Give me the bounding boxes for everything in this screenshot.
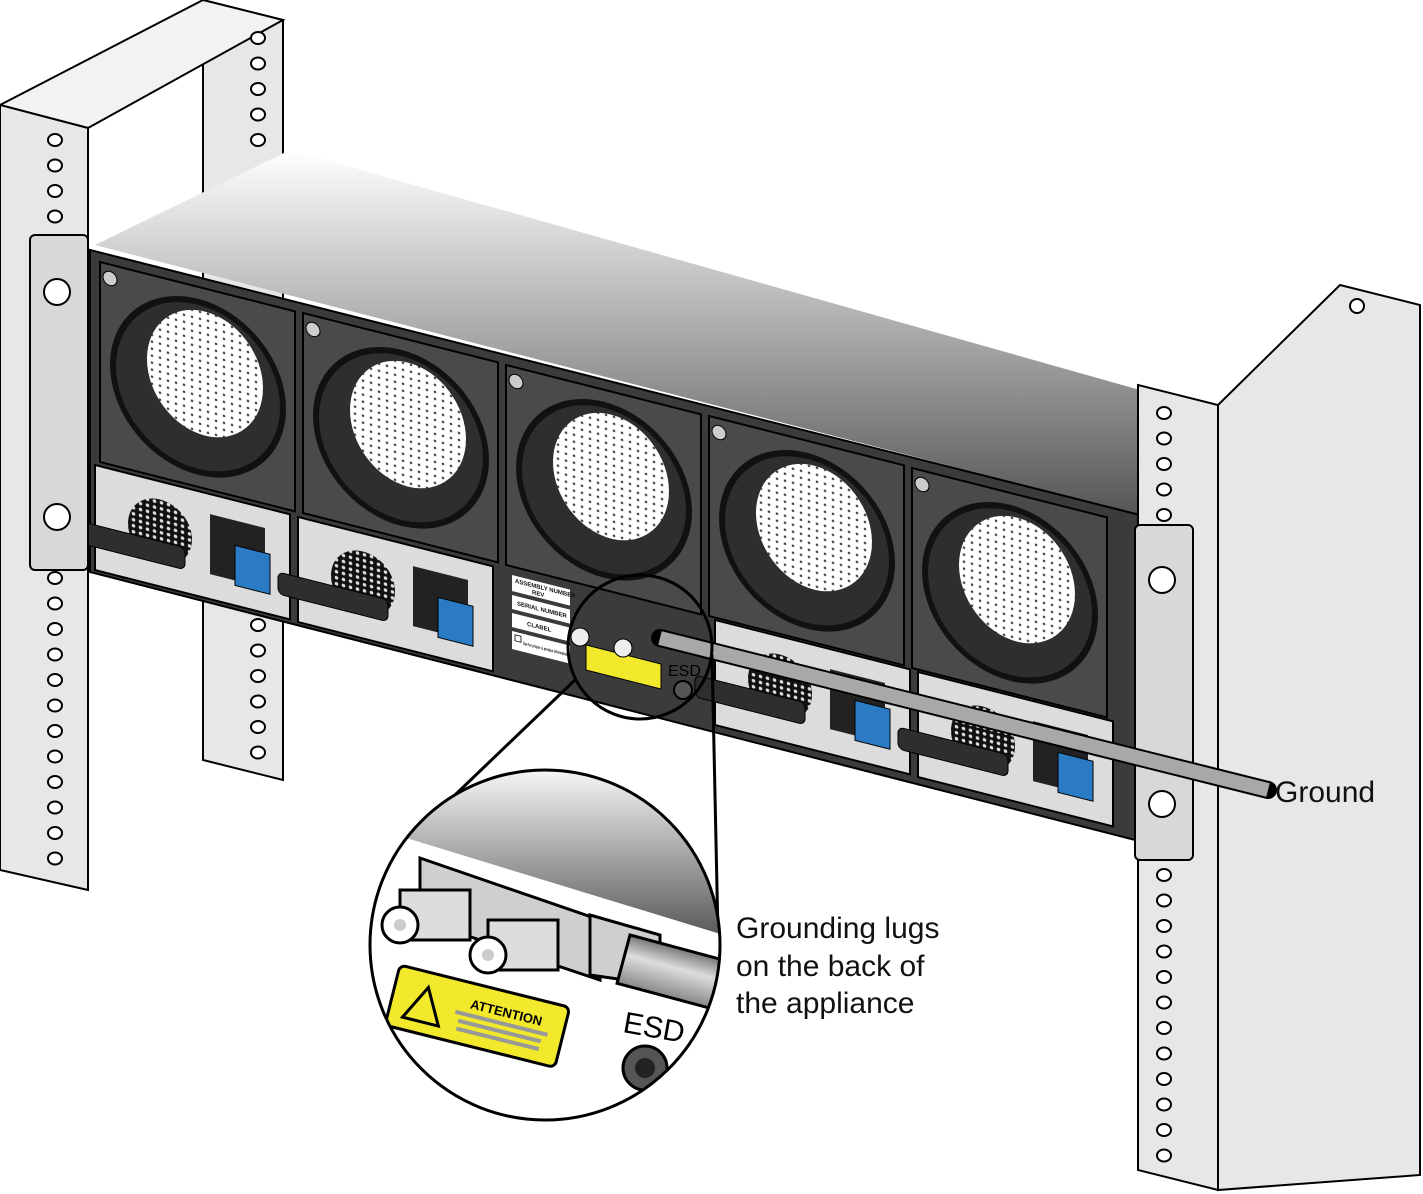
rail-hole xyxy=(250,720,266,734)
rail-hole xyxy=(47,826,63,840)
rail-hole xyxy=(250,643,266,658)
ground-cable xyxy=(651,629,1277,799)
rail-hole xyxy=(250,56,266,71)
rail-hole xyxy=(47,184,63,198)
rail-hole xyxy=(47,698,63,713)
rail-hole xyxy=(47,775,63,789)
grounding-lug-small xyxy=(613,638,633,658)
rail-hole xyxy=(1156,1123,1172,1137)
right-mounting-ear xyxy=(1134,524,1194,861)
rail-hole xyxy=(47,596,63,611)
attention-label: ATTENTION xyxy=(384,964,571,1068)
esd-label-small: ESD xyxy=(668,663,701,680)
rail-hole xyxy=(1156,482,1172,497)
rail-hole xyxy=(250,618,266,632)
rail-hole xyxy=(250,694,266,709)
rail-hole xyxy=(1156,1097,1172,1112)
rail-hole xyxy=(250,133,266,147)
grounding-lug xyxy=(468,918,560,975)
detail-marker-circle xyxy=(566,573,714,721)
rail-hole xyxy=(47,647,63,662)
rail-hole xyxy=(47,800,63,815)
grounding-lug xyxy=(380,888,472,945)
rail-hole xyxy=(47,158,63,173)
rail-hole xyxy=(1156,1072,1172,1086)
rail-hole xyxy=(47,571,63,585)
lugs-callout-line1: Grounding lugs xyxy=(736,912,939,945)
rail-hole xyxy=(47,724,63,738)
left-mounting-ear xyxy=(29,234,89,571)
ground-callout: Ground xyxy=(1275,776,1375,809)
rail-hole xyxy=(1156,508,1172,522)
rail-hole xyxy=(250,669,266,683)
rail-hole xyxy=(47,673,63,687)
leader-line xyxy=(710,654,720,936)
rail-hole xyxy=(1156,970,1172,984)
rail-hole xyxy=(1156,1046,1172,1061)
rail-hole xyxy=(250,82,266,96)
rail-hole xyxy=(1156,1148,1172,1163)
rail-hole xyxy=(1156,406,1172,420)
rail-hole xyxy=(47,209,63,224)
rail-hole xyxy=(1156,457,1172,471)
chassis-top xyxy=(95,150,1140,515)
rail-hole xyxy=(1156,919,1172,933)
rail-hole xyxy=(250,745,266,760)
lugs-callout-line3: the appliance xyxy=(736,987,914,1020)
rail-hole xyxy=(47,622,63,636)
power-supplies xyxy=(74,463,1114,828)
rail-hole xyxy=(250,31,266,45)
fan-modules xyxy=(99,260,1108,719)
rail-hole xyxy=(1156,995,1172,1010)
rail-hole xyxy=(1156,868,1172,882)
rail-hole xyxy=(1156,431,1172,446)
rail-hole xyxy=(1156,944,1172,959)
rail-hole xyxy=(250,107,266,122)
zoom-circle xyxy=(368,768,722,1122)
zoom-detail: ATTENTION ESD xyxy=(370,770,720,1120)
esd-jack-small xyxy=(673,680,693,700)
rail-hole xyxy=(47,749,63,764)
lugs-callout-line2: on the back of xyxy=(736,950,925,983)
rail-hole xyxy=(47,851,63,866)
rev-label: REV xyxy=(532,589,545,599)
rail-holes xyxy=(47,31,1172,1163)
rail-hole xyxy=(47,133,63,147)
rail-hole xyxy=(1156,1021,1172,1035)
grounding-lug-small xyxy=(570,627,590,647)
rail-hole xyxy=(1156,893,1172,908)
